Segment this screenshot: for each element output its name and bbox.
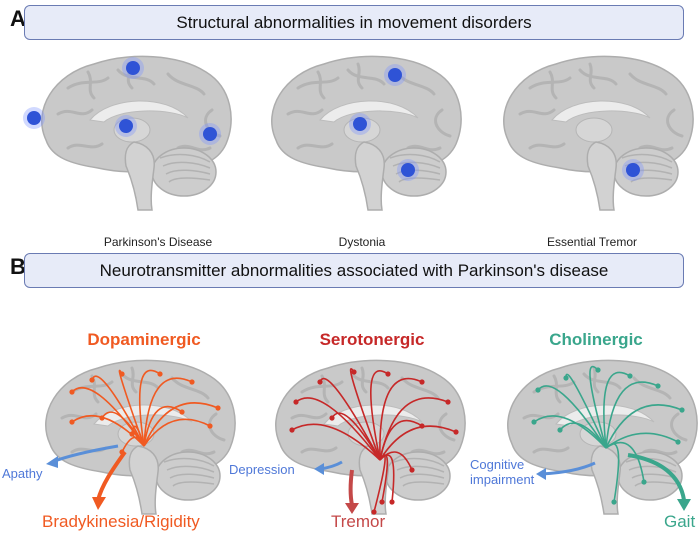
fiber-terminal bbox=[371, 509, 377, 515]
pathway-fiber bbox=[131, 425, 145, 447]
pathway-fiber bbox=[533, 415, 607, 449]
title-cholinergic: Cholinergic bbox=[549, 330, 643, 349]
fiber-terminal bbox=[675, 439, 681, 445]
pathway-fiber bbox=[143, 405, 183, 447]
pathway-fiber bbox=[319, 377, 381, 461]
pathway-fiber bbox=[603, 371, 631, 449]
fiber-terminal bbox=[385, 371, 391, 377]
fiber-terminal bbox=[157, 371, 163, 377]
fiber-terminal bbox=[99, 415, 105, 421]
pathway-fiber bbox=[369, 370, 389, 461]
pathway-fiber bbox=[565, 373, 607, 449]
fiber-terminal bbox=[419, 379, 425, 385]
caption-parkinsons: Parkinson's Disease bbox=[103, 235, 213, 249]
pathway-fiber bbox=[605, 381, 659, 449]
brain-parkinsons bbox=[23, 55, 232, 211]
fiber-terminal bbox=[611, 499, 617, 505]
panel-b-title: Neurotransmitter abnormalities associate… bbox=[24, 253, 684, 288]
title-serotonergic: Serotonergic bbox=[319, 330, 425, 349]
fiber-terminal bbox=[317, 379, 323, 385]
pathway-fiber bbox=[379, 377, 423, 461]
pathway-fiber bbox=[71, 387, 145, 447]
fiber-terminal bbox=[409, 467, 415, 473]
label-tremor: Tremor bbox=[331, 512, 386, 531]
lesion-dot bbox=[203, 127, 217, 141]
pathway-fiber bbox=[143, 377, 193, 447]
label-cognitive-impairment: Cognitive impairment bbox=[470, 457, 535, 487]
fiber-terminal bbox=[535, 387, 541, 393]
fiber-terminal bbox=[679, 407, 685, 413]
pathway-fiber bbox=[331, 412, 381, 461]
pathway-fiber bbox=[379, 419, 423, 461]
pathway-fiber bbox=[138, 369, 161, 447]
fiber-terminal bbox=[69, 419, 75, 425]
pathway-fiber bbox=[379, 451, 413, 471]
pathway-fiber bbox=[295, 397, 381, 461]
fiber-terminal bbox=[453, 429, 459, 435]
fiber-terminal bbox=[379, 499, 385, 505]
pathway-fiber bbox=[91, 375, 145, 447]
pathway-fiber bbox=[379, 425, 457, 461]
fiber-terminal bbox=[69, 389, 75, 395]
pathway-fiber bbox=[589, 365, 607, 449]
lesion-dot bbox=[126, 61, 140, 75]
brain-cholinergic bbox=[507, 359, 698, 515]
fiber-terminal bbox=[207, 423, 213, 429]
panel-a-title: Structural abnormalities in movement dis… bbox=[24, 5, 684, 40]
label-bradykinesia-rigidity: Bradykinesia/Rigidity bbox=[42, 512, 200, 531]
pathway-fiber bbox=[291, 423, 381, 461]
brain-essential-tremor bbox=[503, 55, 694, 211]
fiber-terminal bbox=[641, 479, 647, 485]
fiber-terminal bbox=[119, 371, 125, 377]
fiber-terminal bbox=[129, 431, 135, 437]
label-apathy: Apathy bbox=[2, 466, 43, 481]
fiber-terminal bbox=[445, 399, 451, 405]
pathway-fiber bbox=[143, 418, 211, 447]
fiber-terminal bbox=[419, 423, 425, 429]
fiber-terminal bbox=[215, 405, 221, 411]
fiber-terminal bbox=[179, 409, 185, 415]
lesion-dot bbox=[119, 119, 133, 133]
caption-dystonia: Dystonia bbox=[338, 235, 386, 249]
fiber-terminal bbox=[89, 377, 95, 383]
caption-essential-tremor: Essential Tremor bbox=[546, 235, 638, 249]
fiber-terminal bbox=[189, 379, 195, 385]
pathway-fiber bbox=[537, 385, 607, 449]
pathway-fiber bbox=[121, 436, 145, 453]
lesion-dot bbox=[401, 163, 415, 177]
fiber-terminal bbox=[563, 375, 569, 381]
pathway-fiber bbox=[559, 422, 607, 449]
fiber-terminal bbox=[627, 373, 633, 379]
fiber-terminal bbox=[557, 427, 563, 433]
fiber-terminal bbox=[329, 415, 335, 421]
fiber-terminal bbox=[655, 383, 661, 389]
label-depression: Depression bbox=[229, 462, 295, 477]
fiber-terminal bbox=[351, 369, 357, 375]
pathway-fiber bbox=[605, 404, 683, 449]
pathway-fiber bbox=[605, 441, 645, 483]
title-dopaminergic: Dopaminergic bbox=[87, 330, 201, 349]
fiber-terminal bbox=[595, 367, 601, 373]
brain-serotonergic bbox=[275, 359, 466, 515]
fiber-terminal bbox=[389, 499, 395, 505]
panel-b-letter: B bbox=[10, 254, 26, 279]
panel-a-letter: A bbox=[10, 6, 26, 31]
lesion-dot bbox=[388, 68, 402, 82]
lesion-dot bbox=[353, 117, 367, 131]
label-gait: Gait bbox=[664, 512, 696, 531]
fiber-terminal bbox=[293, 399, 299, 405]
brain-dystonia bbox=[271, 55, 462, 211]
fiber-terminal bbox=[289, 427, 295, 433]
fiber-terminal bbox=[531, 419, 537, 425]
brain-dopaminergic bbox=[45, 359, 236, 515]
pathway-fiber bbox=[349, 368, 381, 461]
lesion-dot bbox=[27, 111, 41, 125]
lesion-dot bbox=[626, 163, 640, 177]
